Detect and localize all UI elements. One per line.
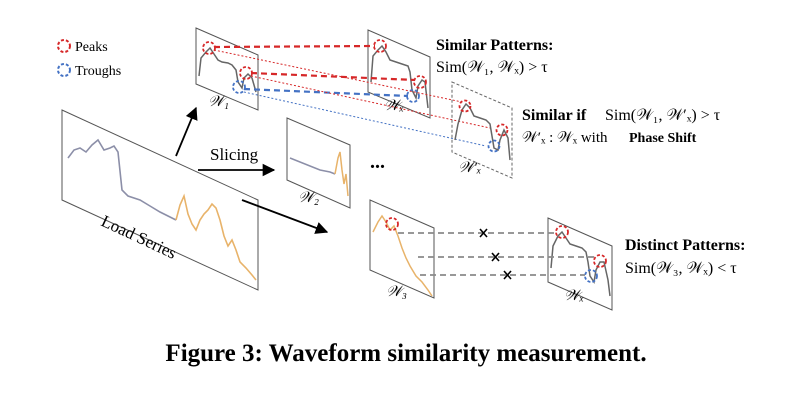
load-series-gray-curve	[67, 138, 177, 221]
w2-label: 𝒲₂	[298, 190, 319, 206]
phase-shift-label: Phase Shift	[629, 131, 697, 146]
wx-top-peak-marker	[413, 75, 427, 89]
wx-top-label: 𝒲ₓ	[384, 98, 404, 114]
diagram-canvas: Peaks Troughs Load Series Slicing 𝒲₁ 𝒲ₓ	[57, 27, 745, 311]
troughs-legend-icon	[57, 63, 71, 77]
w3-peak-marker	[385, 217, 399, 231]
wx-phase-peak-marker	[495, 123, 509, 137]
similar-if-formula: Sim(𝒲₁, 𝒲′ₓ) > τ	[605, 107, 721, 124]
slicing-label: Slicing	[210, 145, 259, 164]
wx-top-peak-marker	[373, 39, 387, 53]
similar-patterns-formula: Sim(𝒲₁, 𝒲ₓ) > τ	[436, 59, 548, 76]
similar-patterns-title: Similar Patterns:	[436, 37, 553, 54]
wx-phase-peak-marker	[458, 99, 472, 113]
load-series-orange-curve	[175, 193, 257, 281]
arrow-to-w3	[241, 199, 329, 234]
wx-phase-trough-marker	[487, 139, 501, 153]
w1-trough-marker	[232, 80, 246, 94]
wx-bottom-peak-marker	[555, 225, 569, 239]
wx-bottom-label: 𝒲ₓ	[564, 288, 584, 304]
phase-shift-definition: 𝒲′ₓ : 𝒲ₓ with	[522, 130, 608, 146]
ellipsis-label: ...	[370, 151, 385, 173]
peaks-legend-icon	[57, 39, 71, 53]
w3-wx-connections	[398, 228, 594, 280]
window-wx-bottom: 𝒲ₓ	[547, 217, 613, 311]
wx-bottom-peak-marker	[593, 254, 607, 268]
troughs-legend-label: Troughs	[75, 64, 121, 79]
annotations: Similar Patterns: Sim(𝒲₁, 𝒲ₓ) > τ Simila…	[436, 37, 745, 277]
window-wx-phase-shift: 𝒲′ₓ	[451, 81, 513, 179]
window-w1: 𝒲₁	[195, 27, 259, 111]
window-w2: 𝒲₂	[286, 117, 351, 209]
wx-phase-label: 𝒲′ₓ	[458, 160, 481, 176]
mismatch-x-icon	[503, 270, 512, 280]
wx-top-trough-marker	[406, 89, 420, 103]
load-series-panel: Load Series	[61, 109, 259, 291]
distinct-patterns-formula: Sim(𝒲₃, 𝒲ₓ) < τ	[625, 260, 737, 277]
mismatch-x-icon	[479, 228, 488, 238]
w1-wx-connections	[213, 44, 491, 147]
wx-bottom-trough-marker	[584, 269, 598, 283]
mismatch-x-icon	[491, 252, 500, 262]
w1-label: 𝒲₁	[208, 94, 229, 110]
legend: Peaks Troughs	[57, 39, 121, 79]
similar-if-label: Similar if	[522, 107, 587, 124]
window-wx-top: 𝒲ₓ	[367, 29, 431, 119]
distinct-patterns-title: Distinct Patterns:	[625, 237, 745, 254]
window-w3: 𝒲₃	[369, 199, 435, 300]
figure-caption: Figure 3: Waveform similarity measuremen…	[165, 340, 647, 367]
arrow-to-w1	[175, 106, 198, 157]
w3-label: 𝒲₃	[386, 284, 407, 300]
peaks-legend-label: Peaks	[75, 40, 108, 55]
